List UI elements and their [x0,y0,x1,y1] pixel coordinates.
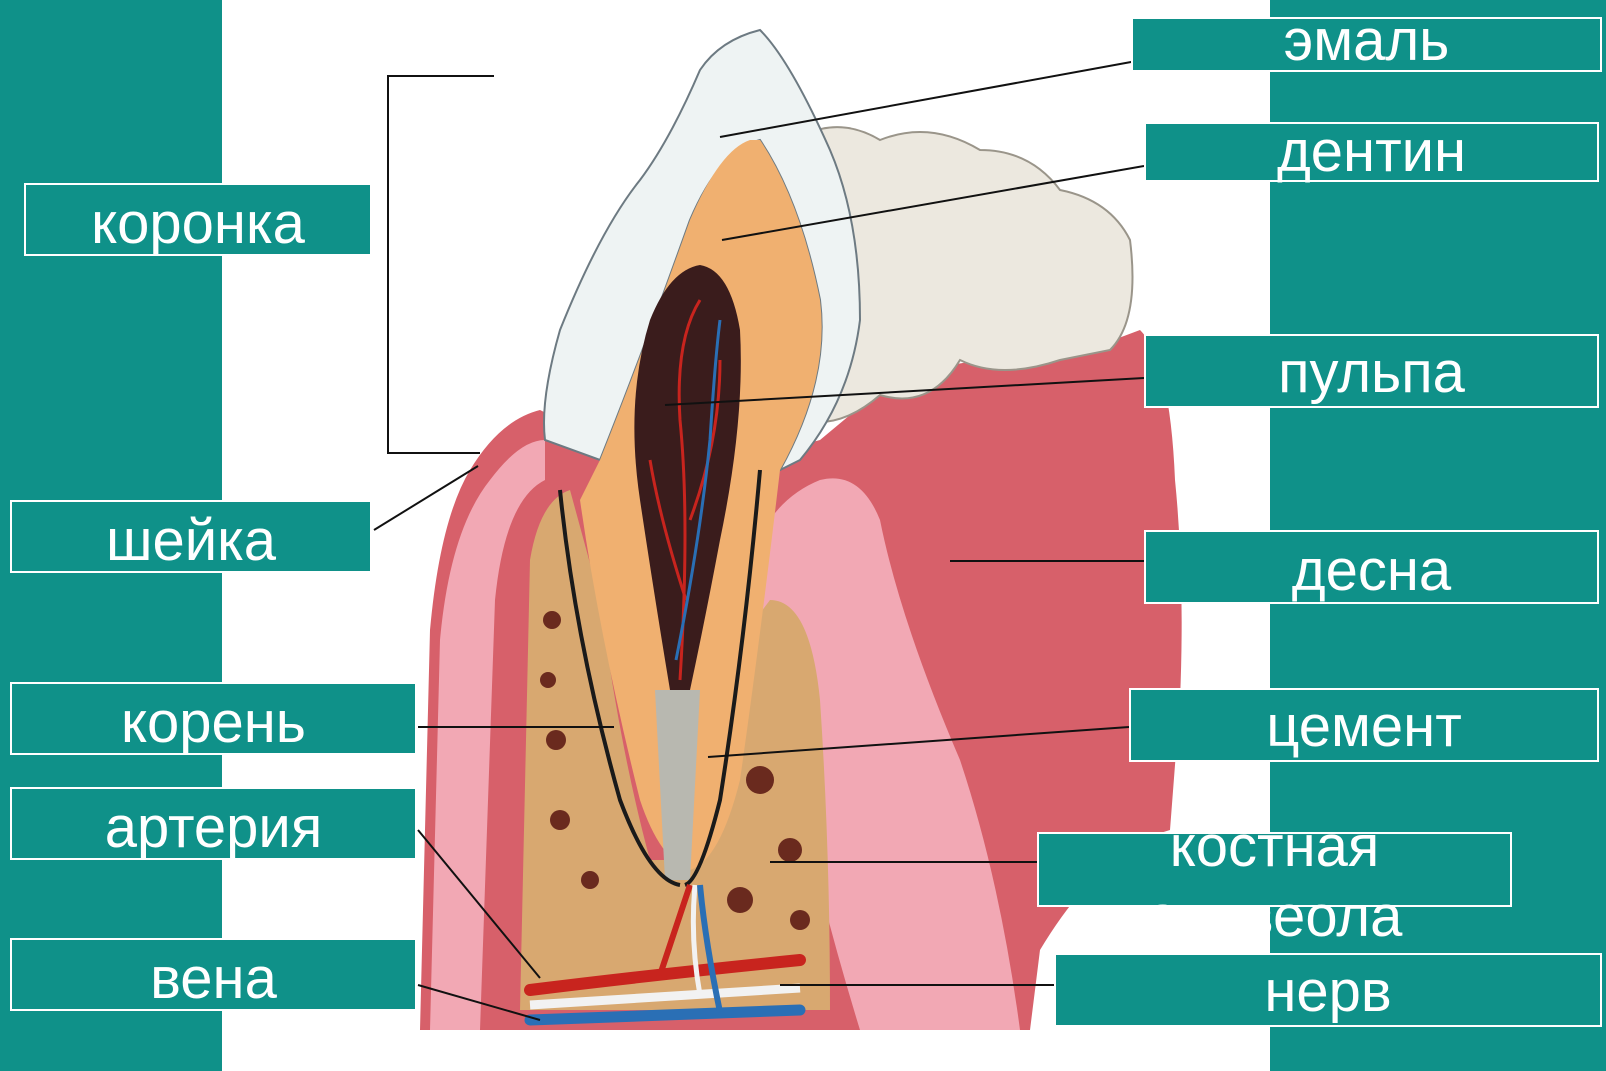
label-desna: десна [1144,530,1599,604]
crown-bracket [388,76,494,453]
label-sheika: шейка [10,500,372,573]
label-koren: корень [10,682,417,755]
label-emal: эмаль [1131,17,1602,72]
label-kostnaya-alveola-text: костная альвеола [1039,812,1510,952]
label-kostnaya-alveola: костная альвеола [1037,832,1512,907]
label-pulpa: пульпа [1144,334,1599,408]
label-arteria: артерия [10,787,417,860]
label-nerv: нерв [1054,953,1602,1027]
label-cement: цемент [1129,688,1599,762]
label-vena: вена [10,938,417,1011]
label-dentin: дентин [1144,122,1599,182]
label-koronka: коронка [24,183,372,256]
